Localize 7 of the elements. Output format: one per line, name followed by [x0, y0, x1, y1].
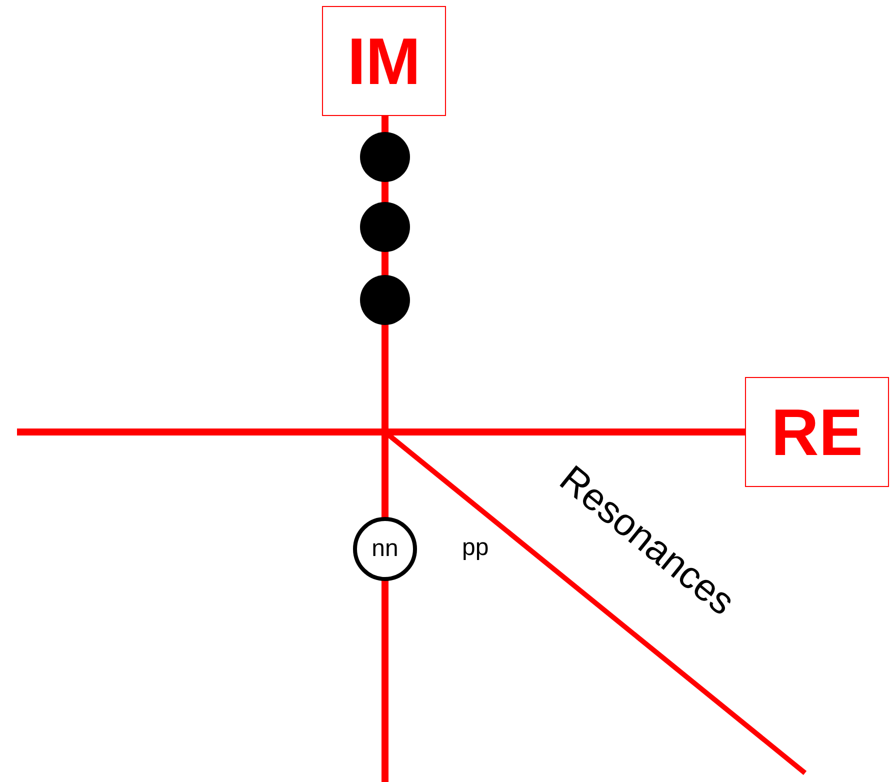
pole-dot [360, 275, 410, 325]
pole-dot [360, 202, 410, 252]
state-label: pp [462, 534, 489, 562]
axis-label-box: IM [322, 6, 446, 116]
pole-dot [360, 132, 410, 182]
axis-label-box: RE [745, 377, 889, 487]
state-circle: nn [353, 517, 417, 581]
